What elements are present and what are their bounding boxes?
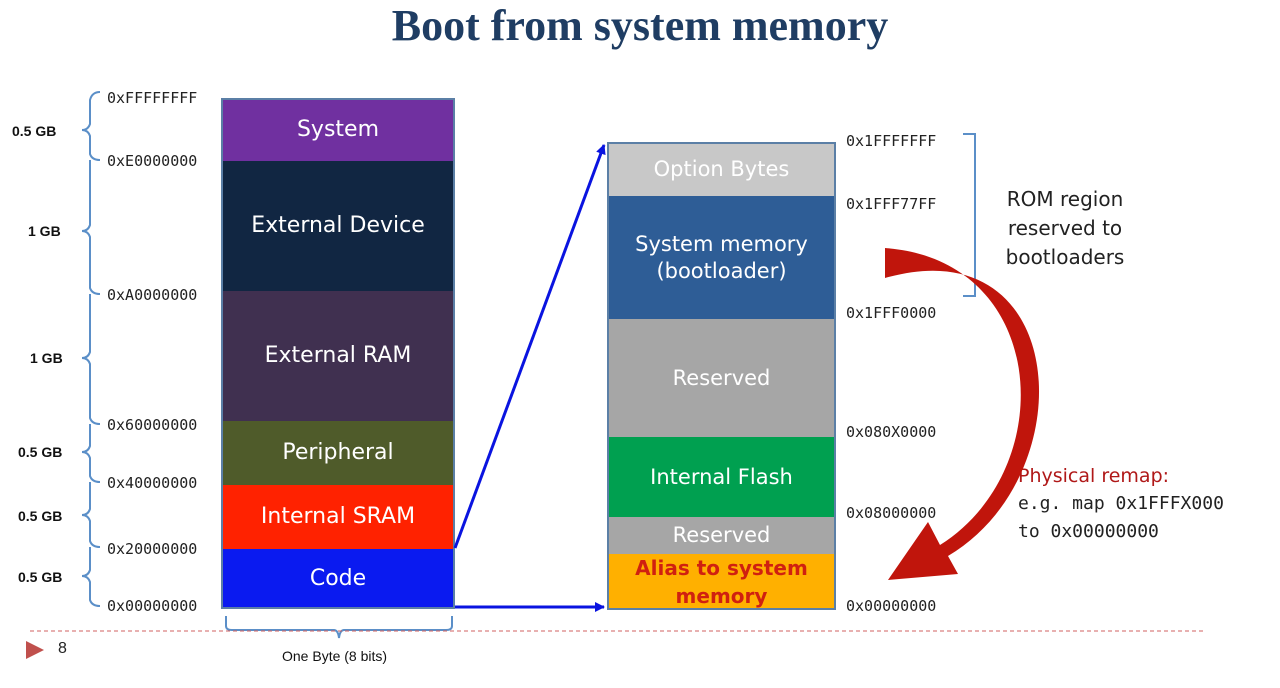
block-reserved: Reserved: [608, 319, 835, 437]
block-label: Alias to system memory: [635, 555, 808, 608]
size-label: 0.5 GB: [18, 444, 63, 460]
byte-width-brace: [225, 616, 453, 639]
page-title: Boot from system memory: [391, 1, 889, 50]
address-label: 0x1FFFFFFF: [846, 132, 937, 150]
address-label: 0xA0000000: [107, 286, 198, 304]
block-label: External RAM: [264, 343, 412, 369]
address-label: 0x40000000: [107, 474, 198, 492]
remap-heading: Physical remap:: [1018, 465, 1170, 487]
size-label: 0.5 GB: [18, 508, 63, 524]
size-label: 0.5 GB: [18, 569, 63, 585]
block-label: Internal Flash: [650, 464, 793, 489]
block-peripheral: Peripheral: [222, 421, 454, 485]
block-external-device: External Device: [222, 161, 454, 291]
size-brackets: [81, 91, 101, 607]
right-map-outline: [607, 142, 836, 610]
remap-arrow: [885, 248, 1040, 580]
block-label: Peripheral: [282, 440, 394, 466]
address-label: 0x00000000: [107, 597, 198, 615]
bullet-triangle-icon: [26, 641, 44, 659]
block-option-bytes: Option Bytes: [608, 143, 835, 196]
block-internal-flash: Internal Flash: [608, 437, 835, 517]
address-label: 0x08000000: [846, 504, 937, 522]
page-number: 8: [58, 640, 67, 657]
block-code: Code: [222, 549, 454, 608]
size-label: 1 GB: [30, 350, 63, 366]
address-label: 0x60000000: [107, 416, 198, 434]
remap-line: to 0x00000000: [1018, 521, 1159, 542]
block-label: Reserved: [672, 523, 771, 548]
width-label: One Byte (8 bits): [282, 648, 388, 664]
left-map-outline: [221, 98, 455, 609]
block-label: Option Bytes: [653, 157, 790, 182]
block-alias-system-memory: Alias to system memory: [608, 554, 835, 609]
block-label: Internal SRAM: [260, 504, 416, 530]
rom-note-line: reserved to: [1007, 216, 1123, 240]
mapping-arrow-top: [453, 144, 606, 549]
address-label: 0x1FFF77FF: [846, 195, 937, 213]
address-label: 0x080X0000: [846, 423, 937, 441]
address-label: 0xE0000000: [107, 152, 198, 170]
address-label: 0xFFFFFFFF: [107, 89, 198, 107]
size-label: 0.5 GB: [12, 123, 57, 139]
physical-remap-note: Physical remap: e.g. map 0x1FFFX000 to 0…: [1018, 462, 1224, 546]
block-system: System: [222, 99, 454, 161]
block-internal-sram: Internal SRAM: [222, 485, 454, 549]
block-label: System: [296, 117, 380, 143]
block-label: Code: [309, 565, 367, 591]
rom-region-bracket: [963, 133, 976, 297]
block-external-ram: External RAM: [222, 291, 454, 421]
block-label: Reserved: [672, 365, 771, 390]
address-label: 0x1FFF0000: [846, 304, 937, 322]
remap-line: e.g. map 0x1FFFX000: [1018, 493, 1224, 514]
block-reserved: Reserved: [608, 517, 835, 554]
block-system-memory: System memory (bootloader): [608, 196, 835, 319]
rom-region-note: ROM region reserved to bootloaders: [990, 185, 1140, 272]
size-label: 1 GB: [28, 223, 61, 239]
rom-note-line: bootloaders: [1005, 245, 1125, 269]
address-label: 0x00000000: [846, 597, 937, 615]
block-label: External Device: [251, 213, 425, 239]
rom-note-line: ROM region: [1006, 187, 1124, 211]
block-label: System memory (bootloader): [635, 232, 808, 283]
address-label: 0x20000000: [107, 540, 198, 558]
